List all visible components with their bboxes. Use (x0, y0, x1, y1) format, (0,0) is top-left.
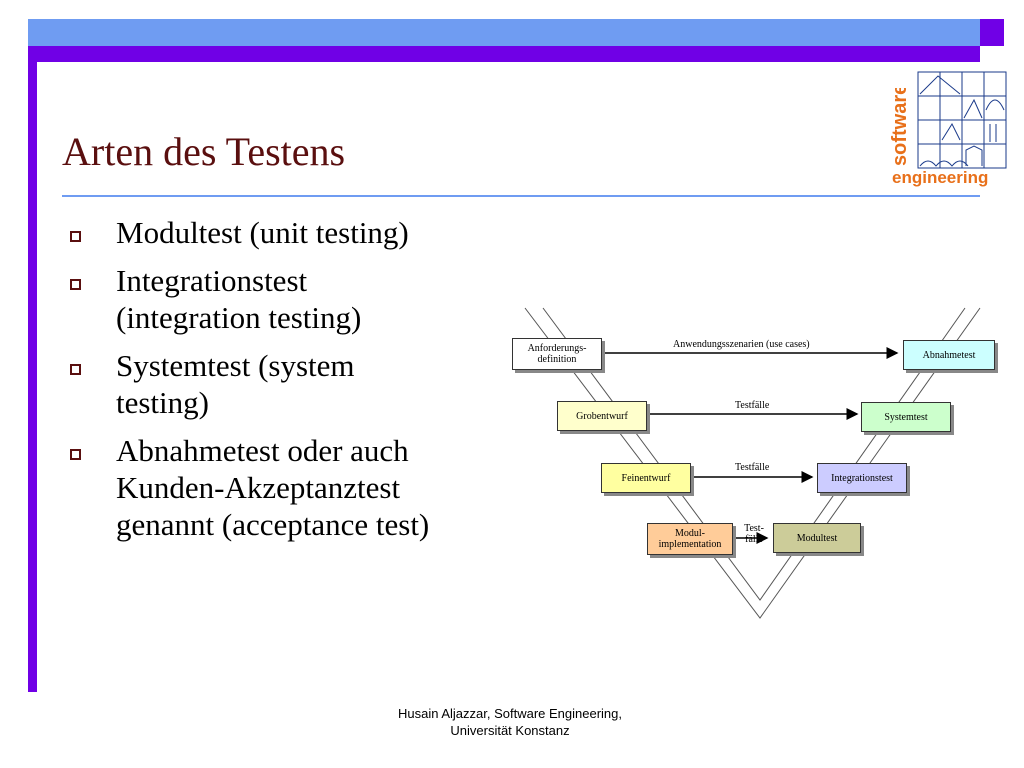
bullet-line: Integrationstest (116, 263, 308, 298)
box-grobentwurf: Grobentwurf (557, 401, 647, 431)
footer-credit: Husain Aljazzar, Software Engineering, U… (380, 705, 640, 739)
software-engineering-logo-icon (917, 71, 1007, 169)
label-use-cases: Anwendungsszenarien (use cases) (673, 339, 810, 350)
bullet-line: Systemtest (system (116, 348, 355, 383)
box-anforderungsdefinition: Anforderungs- definition (512, 338, 602, 370)
bullet-item-1: Modultest (unit testing) (70, 214, 429, 251)
logo-word-software: software (889, 88, 911, 166)
box-feinentwurf: Feinentwurf (601, 463, 691, 493)
bullet-item-3: Systemtest (system testing) (70, 347, 429, 421)
box-integrationstest: Integrationstest (817, 463, 907, 493)
label-testfaelle-3: Test- fälle (744, 523, 764, 545)
bullet-square-icon (70, 231, 81, 242)
v-model-diagram: Anforderungs- definition Grobentwurf Fei… (495, 300, 1015, 630)
bullet-square-icon (70, 449, 81, 460)
header-band-dark (28, 46, 980, 62)
bullet-square-icon (70, 364, 81, 375)
header-corner-block (980, 19, 1004, 46)
bullet-line: testing) (116, 385, 209, 420)
bullet-square-icon (70, 279, 81, 290)
left-accent-bar (28, 62, 37, 692)
footer-line-1: Husain Aljazzar, Software Engineering, (397, 706, 622, 721)
bullet-item-4: Abnahmetest oder auch Kunden-Akzeptanzte… (70, 432, 429, 543)
box-systemtest: Systemtest (861, 402, 951, 432)
logo-word-engineering: engineering (892, 168, 989, 187)
title-underline (62, 195, 980, 197)
header-band-light (28, 19, 980, 46)
label-testfaelle-2: Testfälle (735, 462, 770, 473)
bullet-line: Modultest (unit testing) (116, 215, 409, 250)
box-modultest: Modultest (773, 523, 861, 553)
bullet-line: genannt (acceptance test) (116, 507, 430, 542)
box-modulimplementation: Modul- implementation (647, 523, 733, 555)
bullet-list: Modultest (unit testing) Integrationstes… (70, 214, 429, 554)
label-testfaelle-1: Testfälle (735, 400, 770, 411)
logo-wordmark-top: software (889, 88, 911, 166)
bullet-line: (integration testing) (116, 300, 362, 335)
bullet-line: Kunden-Akzeptanztest (116, 470, 401, 505)
slide-title: Arten des Testens (62, 129, 346, 174)
bullet-item-2: Integrationstest (integration testing) (70, 262, 429, 336)
footer-line-2: Universität Konstanz (450, 723, 570, 738)
box-abnahmetest: Abnahmetest (903, 340, 995, 370)
bullet-line: Abnahmetest oder auch (116, 433, 409, 468)
